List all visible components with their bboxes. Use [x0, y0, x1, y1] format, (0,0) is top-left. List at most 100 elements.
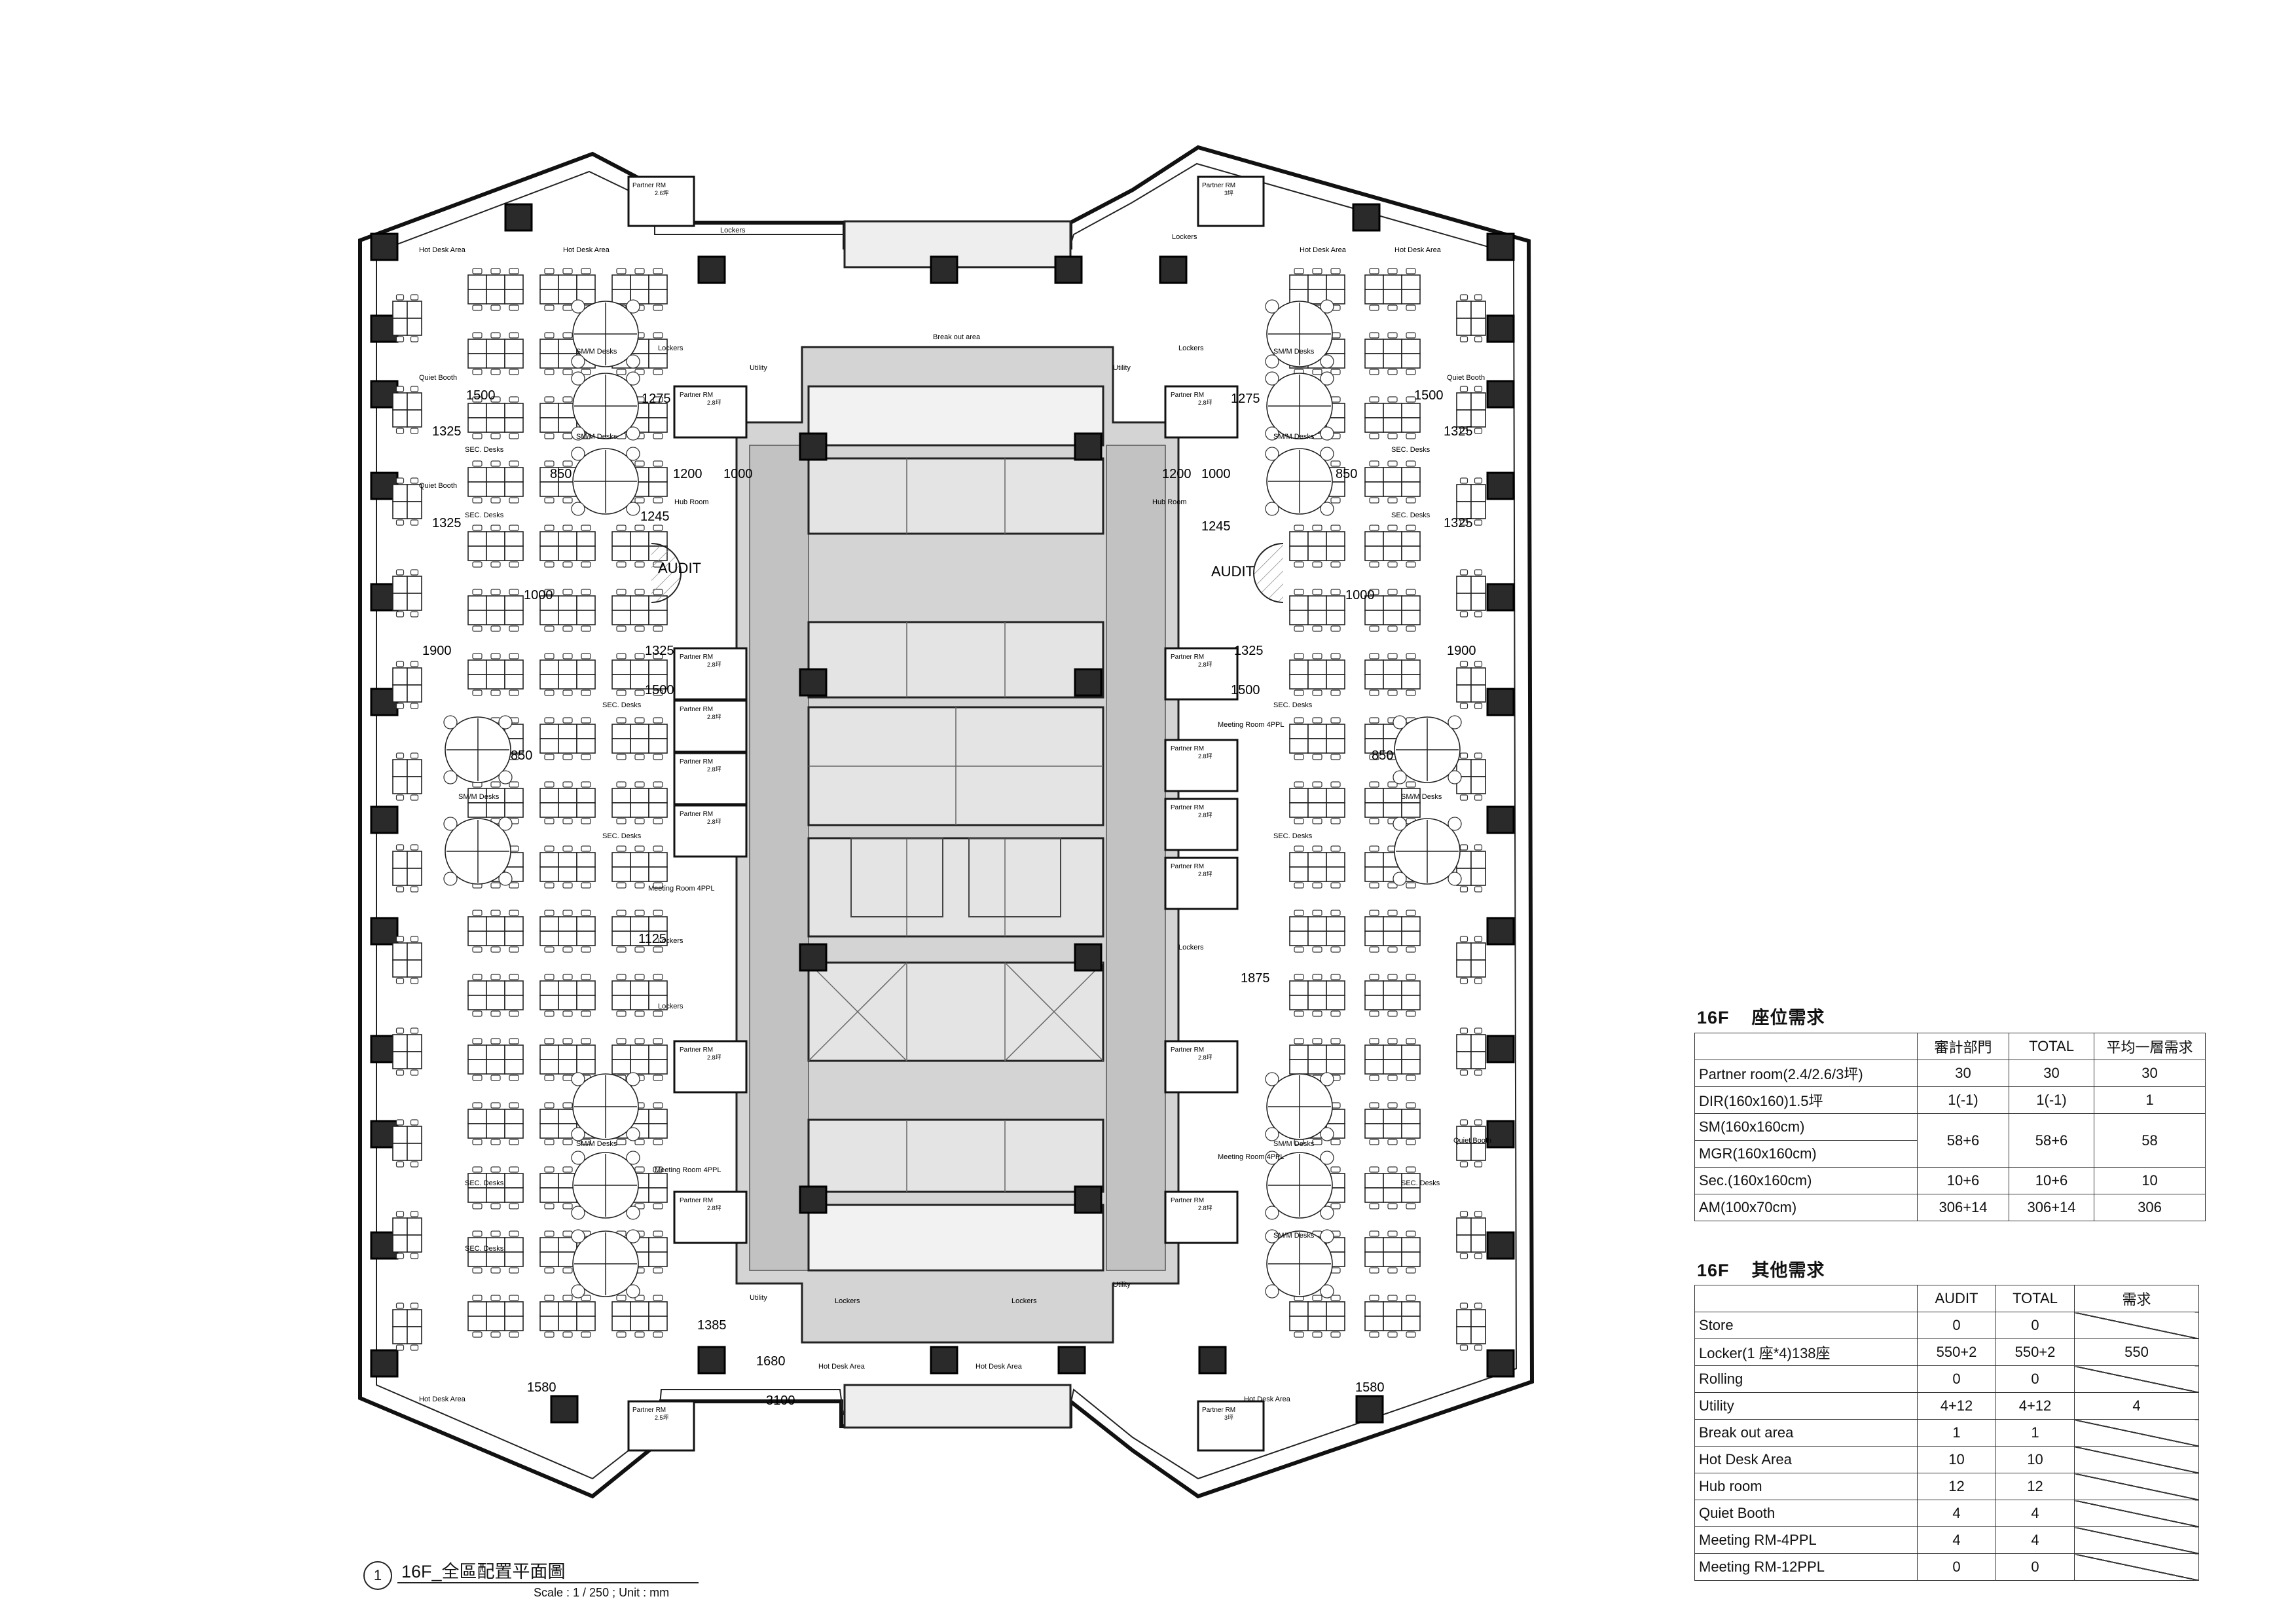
- desk: [1307, 1301, 1327, 1317]
- chair: [581, 818, 591, 824]
- chair: [571, 1206, 585, 1220]
- desk: [611, 674, 631, 690]
- chair: [562, 1203, 573, 1209]
- chair: [490, 1331, 501, 1338]
- chair: [490, 946, 501, 953]
- desk: [1289, 931, 1309, 946]
- chair: [562, 1102, 573, 1109]
- chair: [581, 589, 591, 595]
- desk: [648, 1251, 668, 1267]
- desk: [1456, 318, 1472, 336]
- desk: [648, 866, 668, 882]
- chair: [1459, 1253, 1468, 1259]
- desk: [504, 274, 524, 290]
- desk: [1470, 759, 1486, 777]
- chair: [1406, 910, 1416, 916]
- desk: [1289, 916, 1309, 932]
- chair: [1369, 1230, 1379, 1237]
- desk: [486, 916, 505, 932]
- desk: [1401, 595, 1421, 611]
- desk: [1307, 931, 1327, 946]
- chair: [562, 1331, 573, 1338]
- chair: [1474, 1119, 1483, 1126]
- column: [1486, 232, 1515, 261]
- desk: [1307, 852, 1327, 868]
- desk: [486, 467, 505, 483]
- desk: [392, 1309, 408, 1327]
- chair: [1406, 561, 1416, 568]
- desk: [1383, 802, 1402, 818]
- chair: [395, 703, 405, 709]
- desk: [1401, 995, 1421, 1010]
- chair: [562, 845, 573, 852]
- audit-door-left: [651, 543, 682, 603]
- chair: [1294, 946, 1304, 953]
- chair: [1369, 717, 1379, 724]
- column: [1057, 1346, 1086, 1375]
- desk: [486, 403, 505, 418]
- row-total: 4: [1995, 1526, 2075, 1554]
- desk: [486, 1251, 505, 1267]
- chair: [1406, 1295, 1416, 1301]
- chair: [1312, 818, 1322, 824]
- chair: [472, 1166, 483, 1173]
- drawing-scale: Scale : 1 / 250 ; Unit : mm: [534, 1586, 670, 1599]
- chair: [1330, 946, 1341, 953]
- desk: [611, 724, 631, 739]
- desk: [1470, 851, 1486, 869]
- desk: [630, 1059, 649, 1075]
- desk: [576, 916, 596, 932]
- desk: [467, 610, 487, 625]
- desk: [1326, 1301, 1345, 1317]
- row-total: 10: [1995, 1446, 2075, 1473]
- row-name: Partner room(2.4/2.6/3坪): [1694, 1060, 1918, 1087]
- desk: [392, 501, 408, 519]
- meeting-room-label: Meeting Room 4PPL: [655, 1166, 721, 1174]
- column: [1486, 805, 1515, 834]
- desk: [392, 301, 408, 319]
- row-avg: 306: [2094, 1194, 2206, 1221]
- chair: [410, 703, 419, 709]
- desk: [1383, 1316, 1402, 1331]
- chair: [410, 1253, 419, 1259]
- partner-room-label: Partner RM: [632, 182, 666, 189]
- chair: [395, 1253, 405, 1259]
- desk: [611, 866, 631, 882]
- chair: [1294, 525, 1304, 531]
- chair: [1294, 882, 1304, 889]
- chair: [490, 1010, 501, 1017]
- desk: [1383, 531, 1402, 547]
- partner-room-label: Partner RM: [1171, 1046, 1204, 1054]
- chair: [1294, 781, 1304, 788]
- chair: [562, 653, 573, 659]
- chair: [1265, 447, 1279, 461]
- chair: [1369, 396, 1379, 403]
- desk: [539, 274, 559, 290]
- desk: [407, 1309, 422, 1327]
- chair: [1369, 1295, 1379, 1301]
- chair: [1459, 1302, 1468, 1309]
- chair: [1265, 1284, 1279, 1299]
- partner-room-size: 2.8坪: [1198, 871, 1212, 877]
- chair: [626, 354, 640, 369]
- chair: [1330, 845, 1341, 852]
- column: [1486, 1231, 1515, 1260]
- desk: [407, 318, 422, 336]
- chair: [1369, 845, 1379, 852]
- column: [799, 1185, 828, 1214]
- toilets-top: [807, 385, 1104, 447]
- desk: [539, 610, 559, 625]
- dimension-label: 1580: [1355, 1380, 1385, 1395]
- desk: [648, 1109, 668, 1124]
- chair: [1294, 561, 1304, 568]
- desk: [504, 481, 524, 497]
- desk: [1383, 916, 1402, 932]
- chair: [653, 332, 663, 339]
- row-need-empty: [2074, 1553, 2199, 1581]
- chair: [616, 625, 627, 632]
- chair: [1369, 974, 1379, 980]
- chair: [410, 1069, 419, 1076]
- chair: [562, 525, 573, 531]
